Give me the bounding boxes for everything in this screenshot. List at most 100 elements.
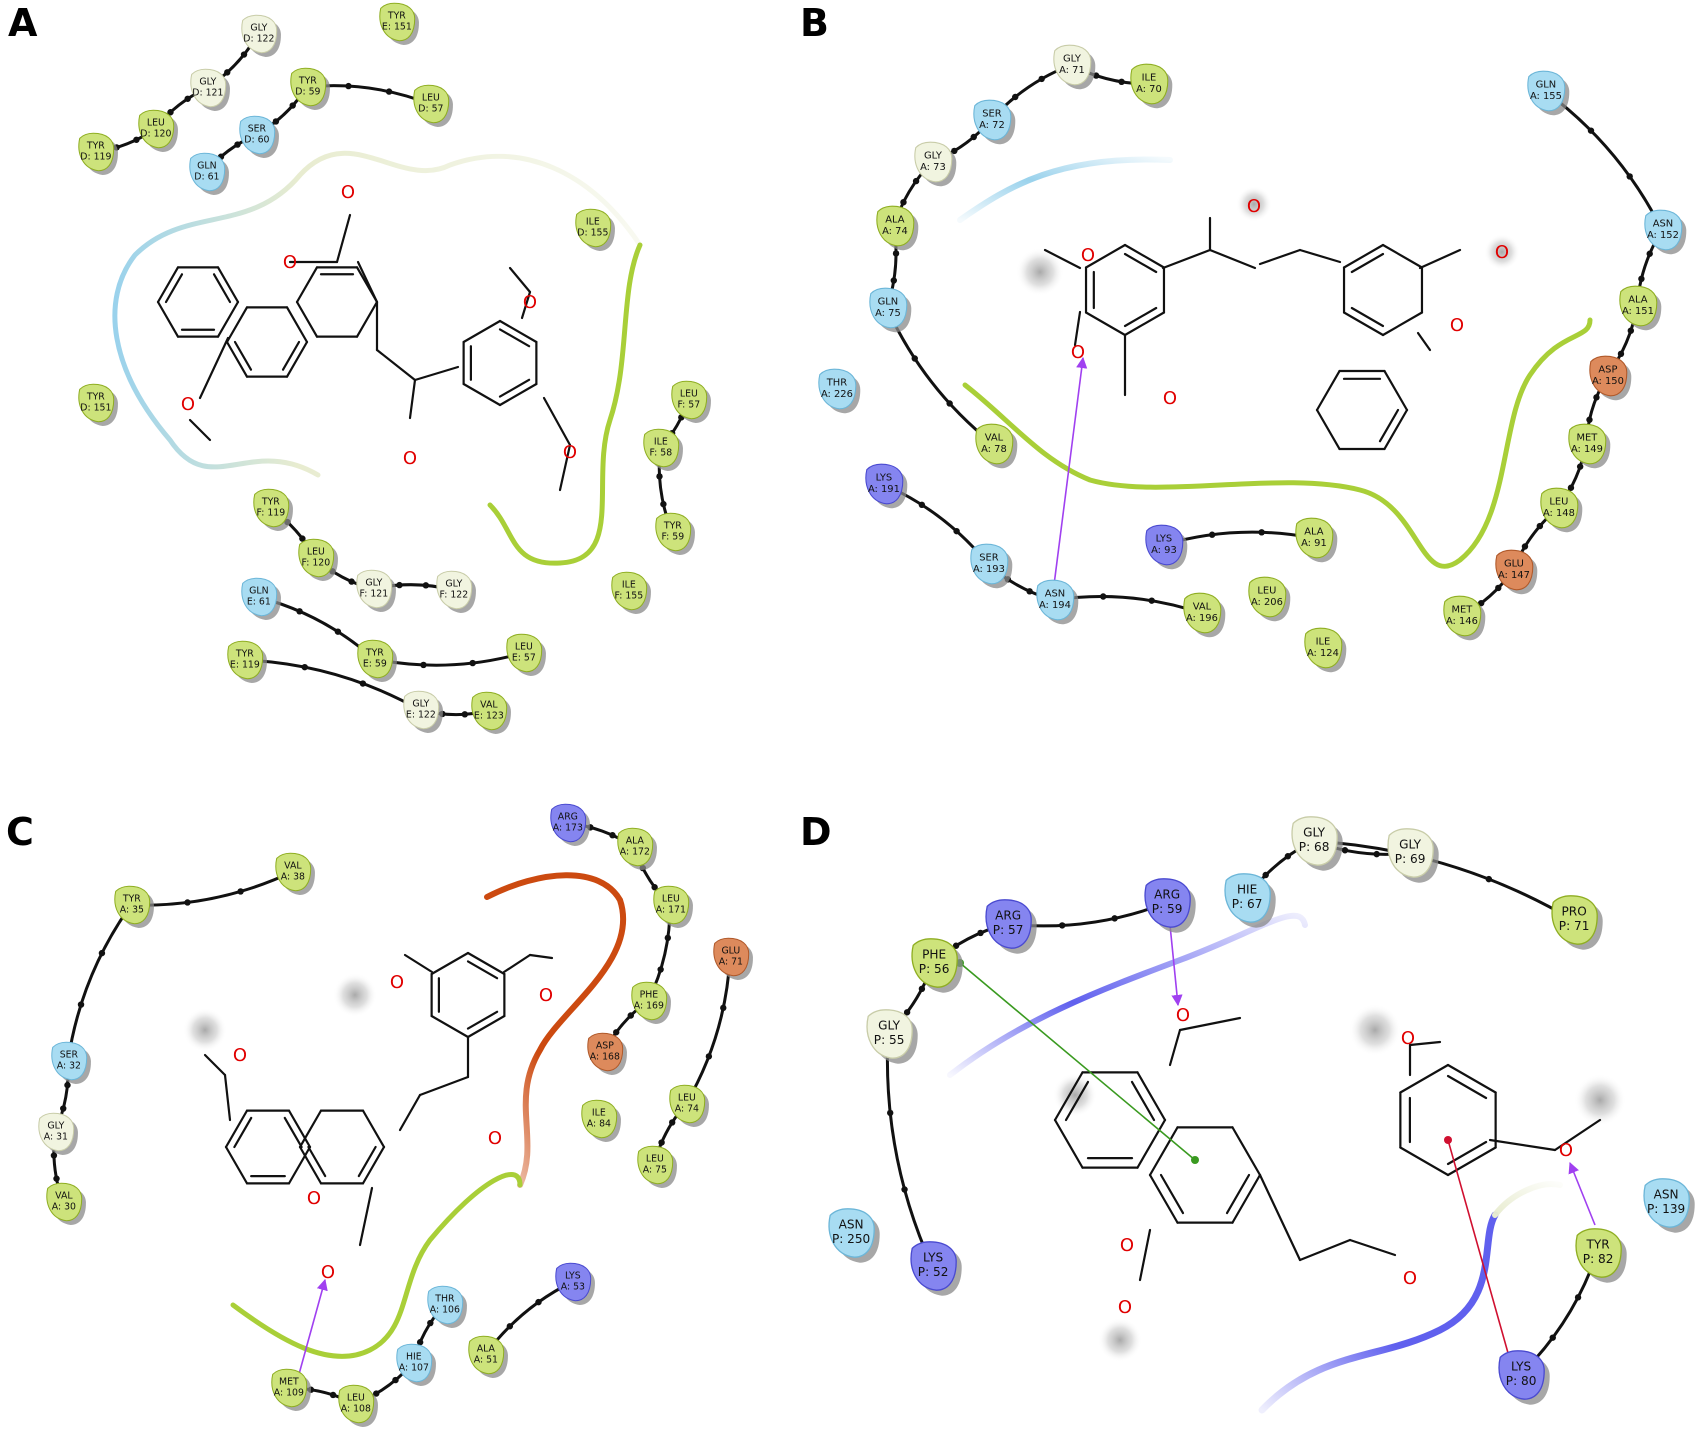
residue-name: GLY: [250, 23, 267, 34]
ligand-bond: [287, 1109, 312, 1149]
residue-name: TYR: [298, 76, 317, 87]
residue-number: A: 152: [1647, 230, 1679, 241]
ligand-bond: [502, 953, 532, 974]
residue-droplet: [575, 208, 612, 248]
residue-name: LEU: [347, 1393, 365, 1404]
backbone-dot: [903, 1009, 911, 1016]
residue-name: TYR: [122, 894, 141, 905]
ligand-bond: [1378, 408, 1400, 443]
residue-name: ALA: [885, 214, 905, 225]
pocket-outline-b-polar: [957, 156, 1173, 223]
residue-droplet: [865, 463, 904, 505]
residue-number: P: 67: [1232, 897, 1263, 911]
solvent-exposure-halo: [1349, 1004, 1401, 1056]
residue-droplet: [655, 512, 692, 552]
residue-droplet: [227, 640, 264, 680]
ligand-bond: [1553, 1118, 1602, 1152]
ligand-bond: [430, 951, 470, 976]
residue-number: A: 32: [57, 1061, 81, 1072]
residue-name: LYS: [1156, 533, 1173, 544]
residue-number: D: 121: [192, 88, 223, 99]
residue-droplet: [1144, 878, 1191, 928]
solvent-exposure-halo: [1484, 234, 1520, 270]
residue-number: A: 30: [52, 1202, 76, 1213]
ligand-bond: [1348, 1238, 1397, 1257]
residue-number: A: 53: [561, 1282, 585, 1293]
residue-droplet: [671, 380, 708, 420]
residue-name: TYR: [663, 521, 682, 532]
residue-droplet: [190, 68, 227, 108]
backbone-dot: [234, 141, 241, 148]
residue-name: PRO: [1561, 905, 1586, 919]
backbone-dot: [900, 198, 907, 206]
residue-droplet: [1527, 70, 1566, 112]
ligand-bond: [285, 306, 309, 344]
solvent-exposure-halo: [1574, 1074, 1626, 1126]
backbone-dot: [1521, 543, 1529, 550]
ligand-bond: [1136, 1071, 1167, 1122]
ligand-bond: [1161, 248, 1212, 270]
backbone-dot: [299, 535, 306, 542]
backbone-dot: [1587, 127, 1595, 134]
ligand-bond: [1130, 1080, 1156, 1122]
oxygen-atom: O: [1559, 1140, 1573, 1161]
hydrogen-bond: [295, 1278, 328, 1386]
backbone-dot: [329, 1391, 337, 1399]
ligand-bond: [281, 340, 301, 371]
residue-droplet: [1568, 423, 1607, 465]
residue-name: TYR: [235, 649, 254, 660]
residue-droplet: [427, 1285, 464, 1325]
residue-droplet: [1036, 579, 1075, 621]
backbone-dot: [1576, 463, 1584, 470]
pocket-outline-d-positive: [1258, 1211, 1499, 1414]
ligand-bond: [1225, 1173, 1251, 1215]
residue-number: A: 35: [120, 905, 144, 916]
ligand-bond: [413, 365, 460, 382]
ligand-bond: [1383, 408, 1409, 451]
backbone-dot: [1258, 529, 1265, 536]
backbone-dot: [890, 277, 897, 284]
backbone-dot: [420, 661, 427, 669]
oxygen-atom: O: [1403, 1268, 1417, 1289]
pi-cation-interaction: [1447, 1139, 1511, 1361]
residue-droplet: [396, 1343, 433, 1383]
hydrogen-bond: [1169, 924, 1183, 1007]
residue-droplet: [114, 885, 151, 925]
pocket-outline-c-negative: [484, 872, 627, 1188]
ligand-bond: [1123, 306, 1158, 328]
backbone-dot: [613, 1029, 620, 1036]
residue-droplet: [876, 205, 915, 247]
backbone-dot: [345, 82, 352, 90]
residue-droplet: [970, 543, 1009, 585]
residue-number: D: 60: [244, 135, 269, 146]
backbone-dot: [64, 1081, 71, 1089]
residue-number: A: 124: [1307, 648, 1339, 659]
ligand-bond: [466, 1014, 506, 1039]
backbone-dot: [1626, 173, 1633, 180]
backbone-dot: [892, 250, 900, 257]
oxygen-atom: O: [1450, 315, 1464, 336]
ligand-bond: [466, 1010, 499, 1030]
residue-number: A: 71: [719, 957, 743, 968]
residue-number: P: 68: [1299, 840, 1330, 854]
residue-number: A: 193: [973, 564, 1005, 575]
ligand-bond: [418, 1075, 470, 1097]
residue-name: TYR: [365, 648, 384, 659]
residue-number: F: 122: [440, 590, 469, 601]
residue-name: ASN: [1654, 1188, 1679, 1202]
